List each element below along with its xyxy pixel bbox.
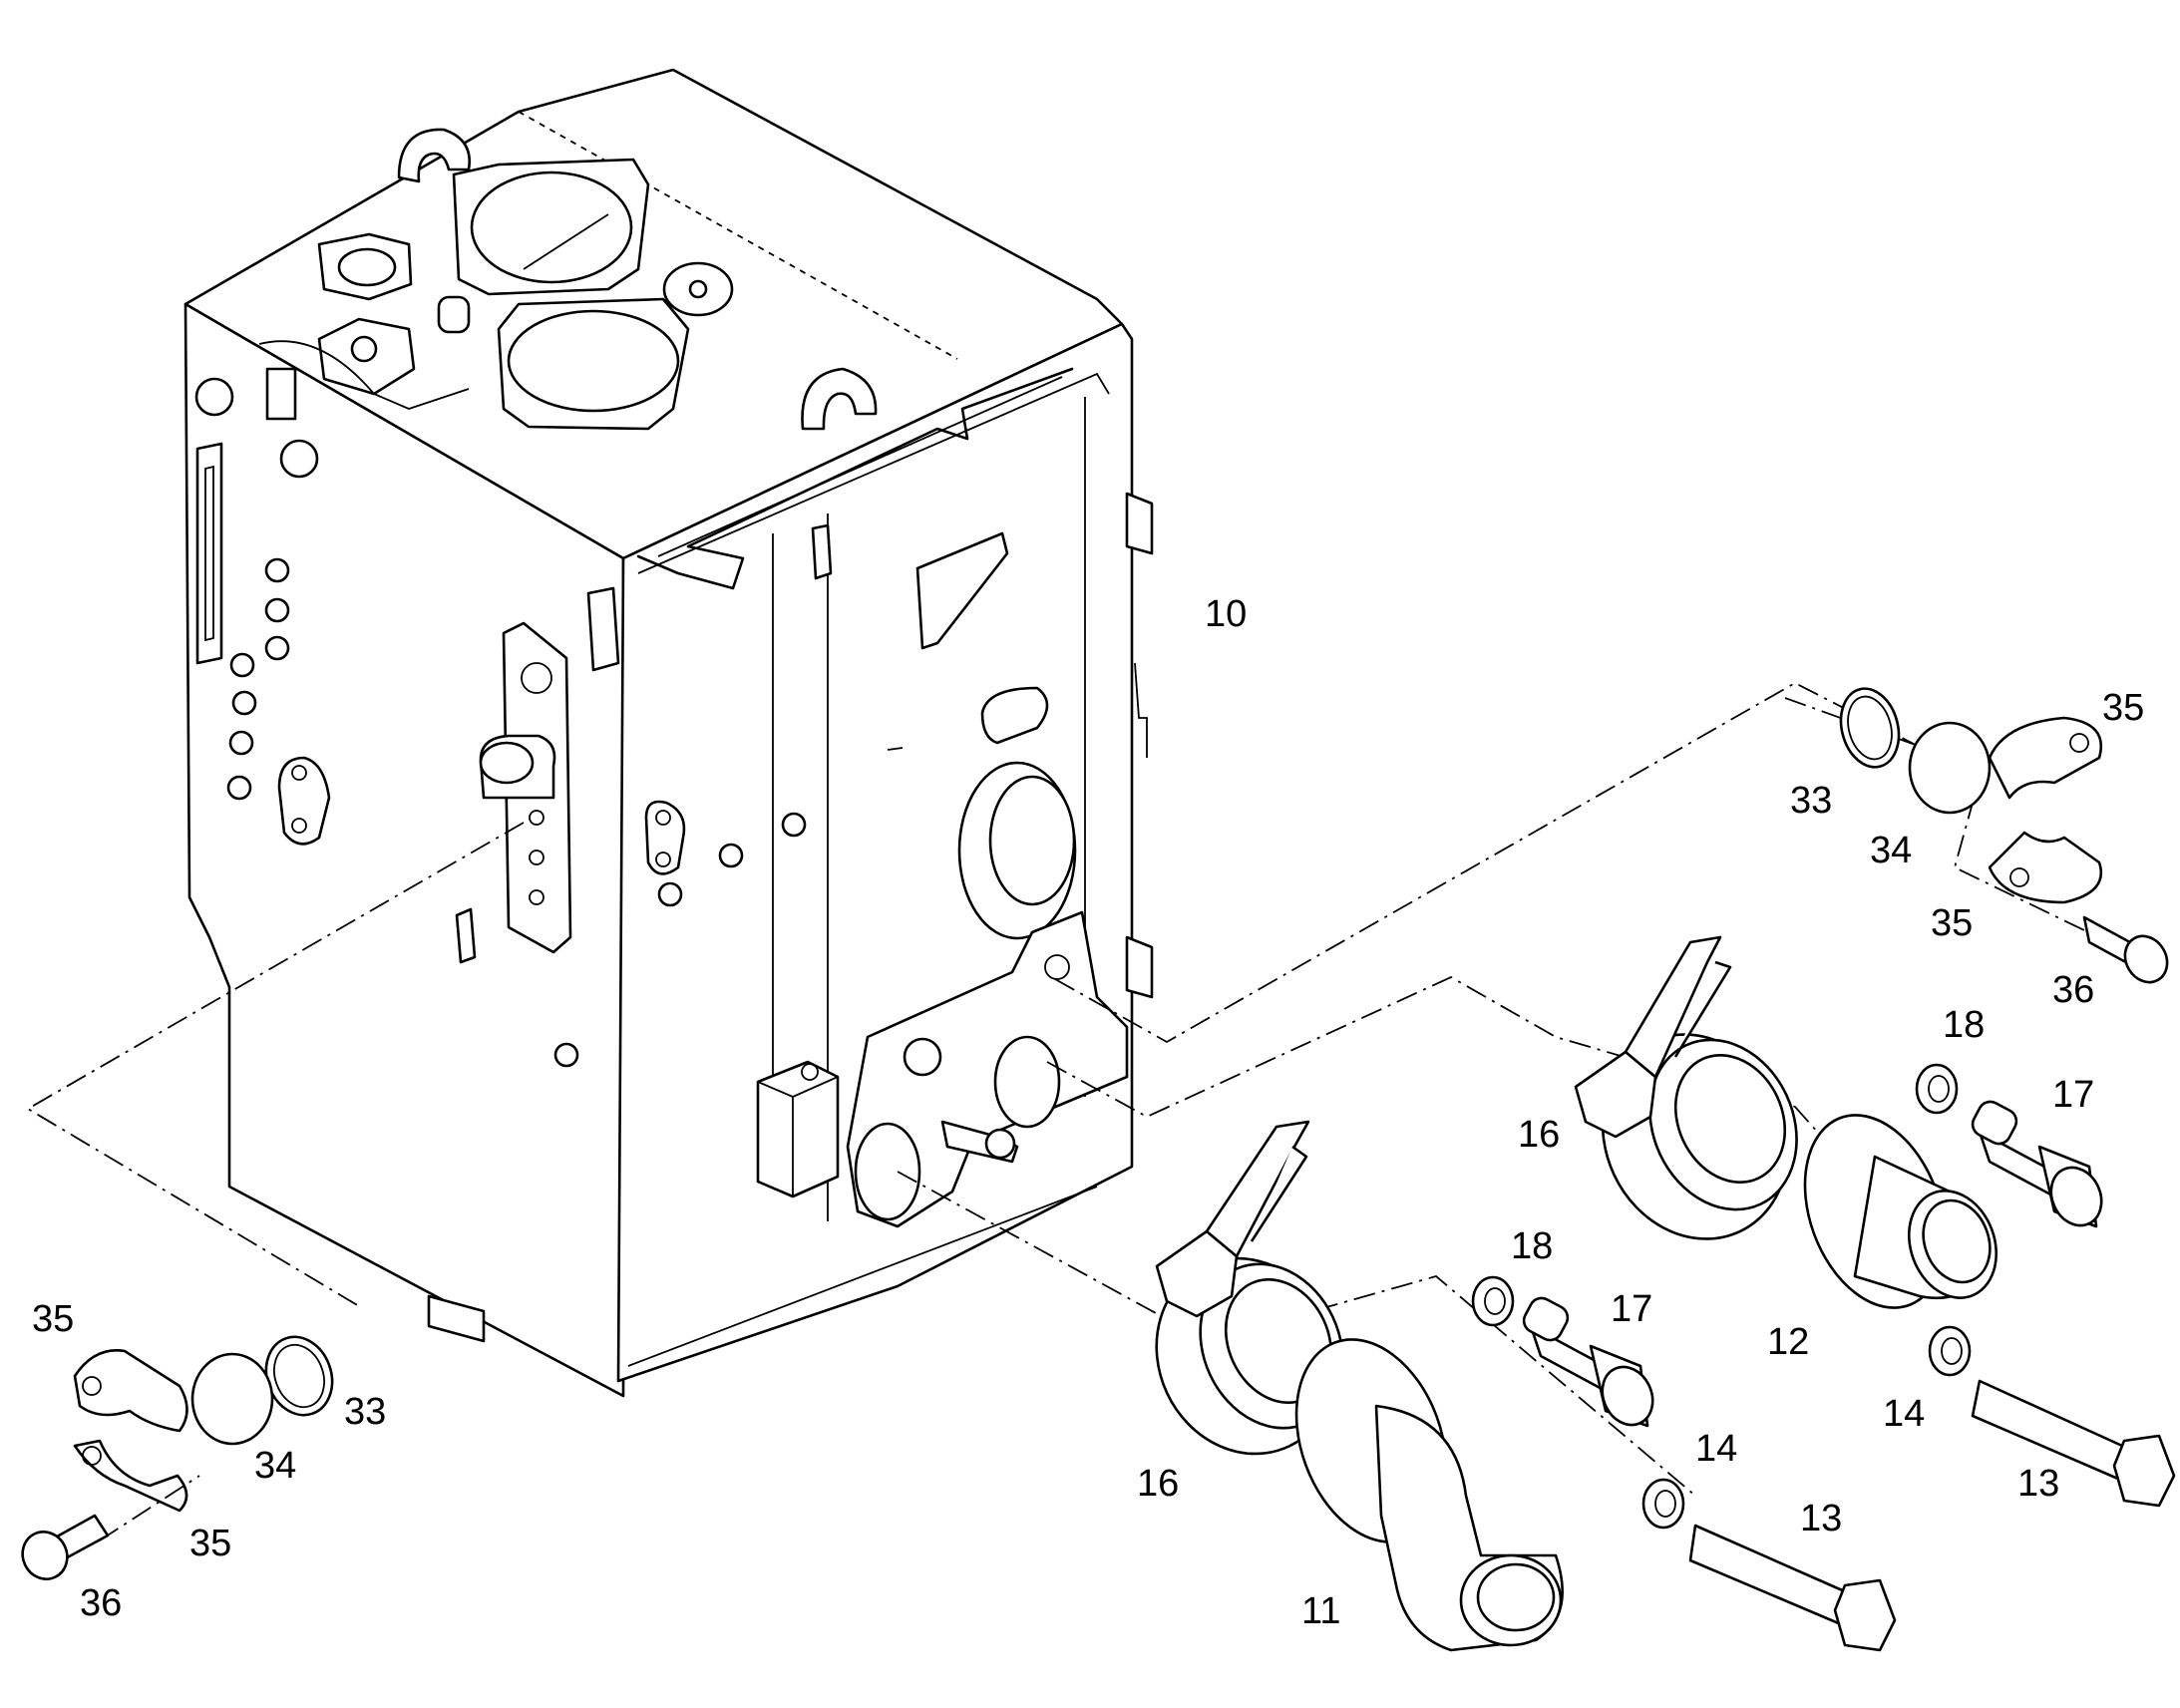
cap-34-lower [190,1352,274,1446]
callout-35-left-bottom: 35 [189,1523,231,1564]
callout-17-lower: 17 [1611,1288,1652,1330]
callout-35-left-top: 35 [32,1298,74,1340]
washer-18-lower [1471,1275,1515,1327]
flange-adapter-12 [1803,1114,1998,1309]
callout-13-lower: 13 [1800,1498,1842,1539]
callout-18-upper: 18 [1943,1004,1985,1046]
clamp-half-35-upper-b [1988,831,2103,904]
cap-screw-17-upper [1971,1100,2103,1228]
callout-17-upper: 17 [2052,1074,2094,1116]
callout-12: 12 [1767,1321,1809,1363]
callout-34-lower: 34 [254,1445,296,1487]
callout-35-top-right: 35 [2102,687,2144,729]
hex-bolt-13-upper [1971,1379,2176,1508]
screw-36-lower [21,1514,110,1580]
top-opening-rear [452,158,650,296]
screw-36-upper [2082,915,2169,984]
callout-18-lower: 18 [1511,1225,1553,1267]
callout-14-upper: 14 [1883,1393,1925,1435]
callout-36-upper: 36 [2052,969,2094,1011]
housing-part-10 [183,68,1154,1398]
elbow-pipe-11 [1294,1338,1564,1652]
callout-14-lower: 14 [1695,1428,1737,1470]
washer-14-lower [1641,1478,1685,1530]
callout-16-lower: 16 [1137,1463,1179,1505]
o-ring-33-upper [1839,687,1901,769]
callout-33-upper: 33 [1790,780,1832,822]
cap-screw-17-lower [1522,1296,1654,1428]
washer-18-upper [1915,1063,1959,1115]
top-opening-front [497,297,690,431]
callout-labels: 10 35 33 34 35 36 18 17 16 18 17 12 14 1… [32,593,2144,1632]
hex-bolt-13-lower [1688,1524,1897,1652]
cap-34-upper [1908,721,1992,815]
callout-36-lower: 36 [80,1582,122,1624]
clamp-half-35-lower-b [73,1439,188,1513]
callout-35-right-lower: 35 [1931,902,1973,944]
clamp-half-35-upper-a [1988,716,2103,800]
callout-11: 11 [1301,1590,1340,1632]
washer-14-upper [1928,1325,1972,1377]
clamp-valve-16-upper [1574,935,1798,1240]
callout-34-upper: 34 [1870,830,1912,871]
callout-16-upper: 16 [1518,1114,1560,1156]
callout-33-lower: 33 [344,1391,386,1433]
clamp-half-35-lower-a [73,1348,188,1433]
callout-10: 10 [1205,593,1247,635]
kit-upper-right [1839,687,2169,984]
kit-lower-left [21,1335,334,1580]
callout-13-upper: 13 [2017,1463,2059,1505]
